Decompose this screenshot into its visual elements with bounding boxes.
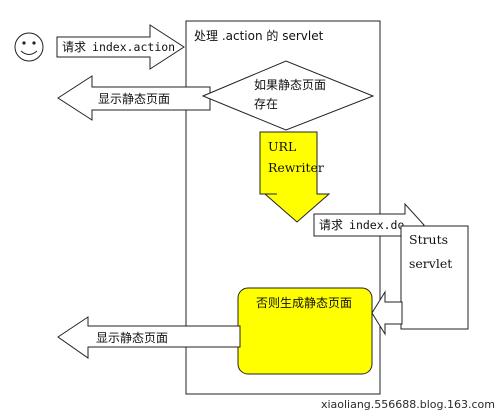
user-smiley-icon xyxy=(14,32,44,62)
display-static-top-label: 显示静态页面 xyxy=(98,92,170,106)
struts-servlet-box xyxy=(400,225,469,330)
struts-return-arrow xyxy=(371,290,403,336)
request-action-arrow xyxy=(56,24,185,70)
url-rewriter-block xyxy=(259,131,331,223)
display-static-bottom-label: 显示静态页面 xyxy=(96,331,168,345)
watermark-text: xiaoliang.556688.blog.163.com xyxy=(321,398,495,411)
generate-static-page-label: 否则生成静态页面 xyxy=(256,296,352,310)
url-rewriter-line-2: Rewriter xyxy=(268,160,324,175)
decision-line-2: 存在 xyxy=(254,97,278,111)
struts-servlet-line-1: Struts xyxy=(409,232,448,247)
static-page-exists-decision xyxy=(201,60,375,131)
struts-servlet-line-2: servlet xyxy=(409,256,452,271)
action-servlet-title: 处理 .action 的 servlet xyxy=(194,28,324,43)
display-static-bottom-arrow xyxy=(57,316,241,359)
action-servlet-box xyxy=(185,20,381,395)
decision-line-1: 如果静态页面 xyxy=(254,77,326,92)
url-rewriter-line-1: URL xyxy=(268,139,296,154)
